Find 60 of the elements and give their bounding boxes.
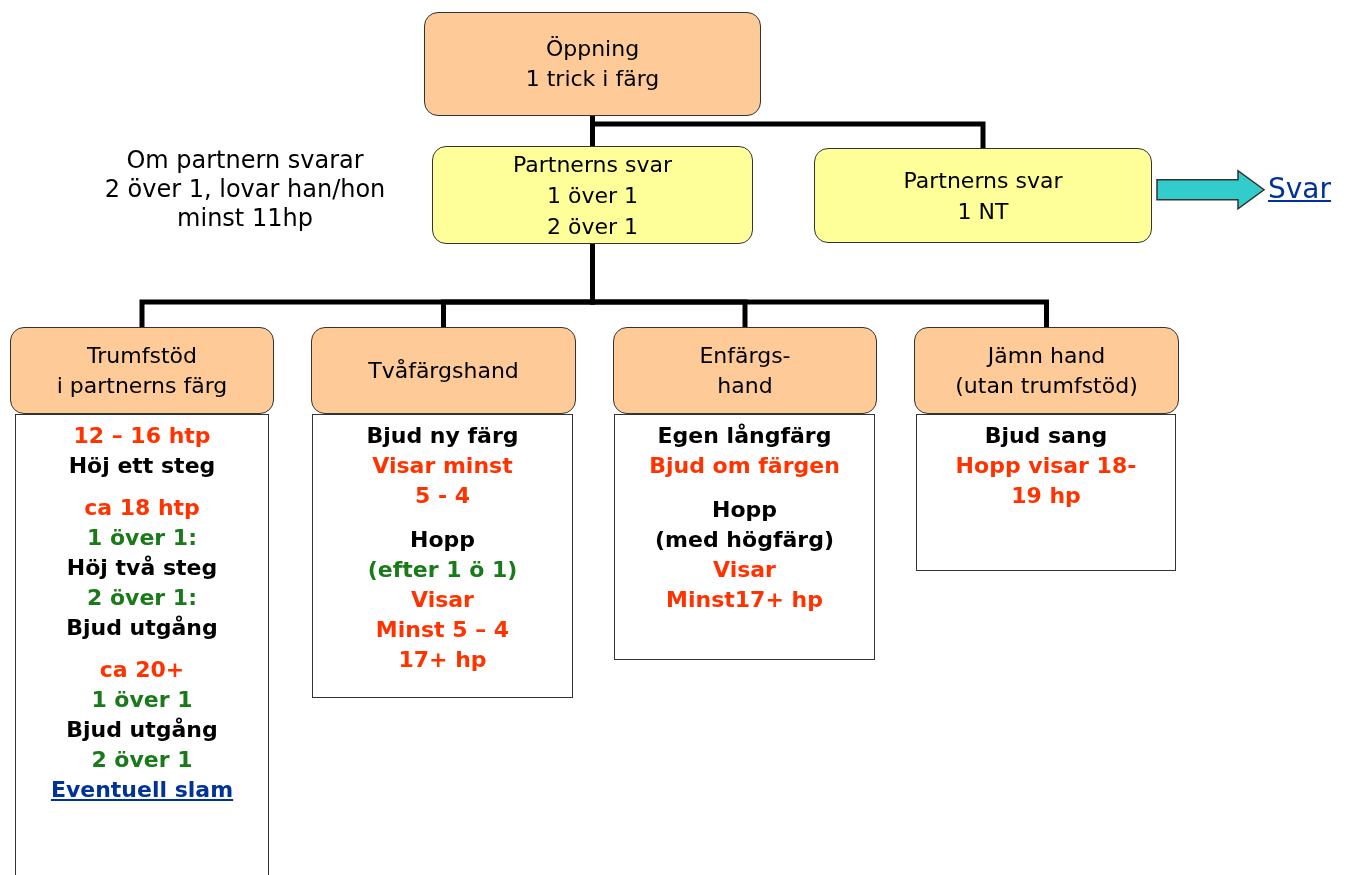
bid-text: Bjud ny färg — [366, 422, 519, 450]
bid-text: Visar minst — [372, 452, 513, 480]
box-text: 1 över 1 — [546, 181, 638, 210]
bid-text: Bjud sang — [984, 422, 1108, 450]
details-box — [614, 414, 875, 660]
bid-text: Bjud utgång — [66, 716, 218, 744]
bid-text: (efter 1 ö 1) — [367, 556, 518, 584]
box-text: Trumfstöd — [87, 341, 197, 370]
bid-text: Visar — [411, 586, 474, 614]
bid-text: 1 över 1: — [87, 524, 197, 552]
bid-text: Minst17+ hp — [666, 586, 823, 614]
bid-text: Hopp — [410, 526, 475, 554]
category-box — [914, 327, 1179, 414]
bid-text: Hopp — [712, 496, 777, 524]
box-text: 1 NT — [957, 197, 1009, 226]
box-text: Partnerns svar — [513, 150, 672, 179]
connector-line — [590, 116, 986, 148]
response-box — [432, 146, 753, 244]
box-text: (utan trumfstöd) — [955, 371, 1138, 400]
bid-text: Bjud utgång — [66, 614, 218, 642]
bid-text: Minst 5 – 4 — [375, 616, 510, 644]
bid-text: Visar — [713, 556, 776, 584]
block-arrow — [1156, 169, 1266, 211]
note-text: Om partnern svarar — [125, 146, 365, 175]
box-text: hand — [717, 371, 773, 400]
bid-text: ca 18 htp — [84, 494, 200, 522]
box-text: 1 trick i färg — [525, 65, 660, 93]
bid-text: ca 20+ — [99, 656, 185, 684]
box-text: Öppning — [545, 35, 640, 63]
bid-text: Höj ett steg — [68, 452, 216, 480]
box-text: Partnerns svar — [903, 166, 1063, 195]
box-text: Jämn hand — [987, 341, 1106, 370]
bid-text: 12 – 16 htp — [73, 422, 211, 450]
box-text: 2 över 1 — [546, 212, 638, 241]
response-box — [814, 148, 1152, 243]
note-text: 2 över 1, lovar han/hon — [103, 175, 387, 204]
box-text: i partnerns färg — [56, 371, 228, 400]
bid-text: 5 - 4 — [414, 482, 471, 510]
category-box — [424, 12, 761, 116]
details-box — [916, 414, 1176, 571]
link: Eventuell slam — [50, 776, 234, 804]
note-text: minst 11hp — [176, 204, 314, 233]
link: Svar — [1268, 171, 1331, 205]
details-box — [312, 414, 573, 698]
box-text: Enfärgs- — [699, 341, 791, 370]
bid-text: Höj två steg — [66, 554, 218, 582]
category-box — [613, 327, 877, 414]
box-text: Tvåfärgshand — [368, 356, 519, 385]
category-box — [311, 327, 576, 414]
bid-text: 1 över 1 — [91, 686, 193, 714]
bid-text: Bjud om färgen — [649, 452, 840, 480]
bid-text: Egen långfärg — [657, 422, 832, 450]
connector-line — [590, 244, 1049, 327]
bid-text: (med högfärg) — [655, 526, 834, 554]
bid-text: 17+ hp — [398, 646, 487, 674]
bid-text: 2 över 1 — [91, 746, 193, 774]
details-box — [15, 414, 269, 875]
bid-text: Hopp visar 18-19 hp — [954, 452, 1138, 510]
category-box — [10, 327, 274, 414]
bid-text: 2 över 1: — [87, 584, 197, 612]
